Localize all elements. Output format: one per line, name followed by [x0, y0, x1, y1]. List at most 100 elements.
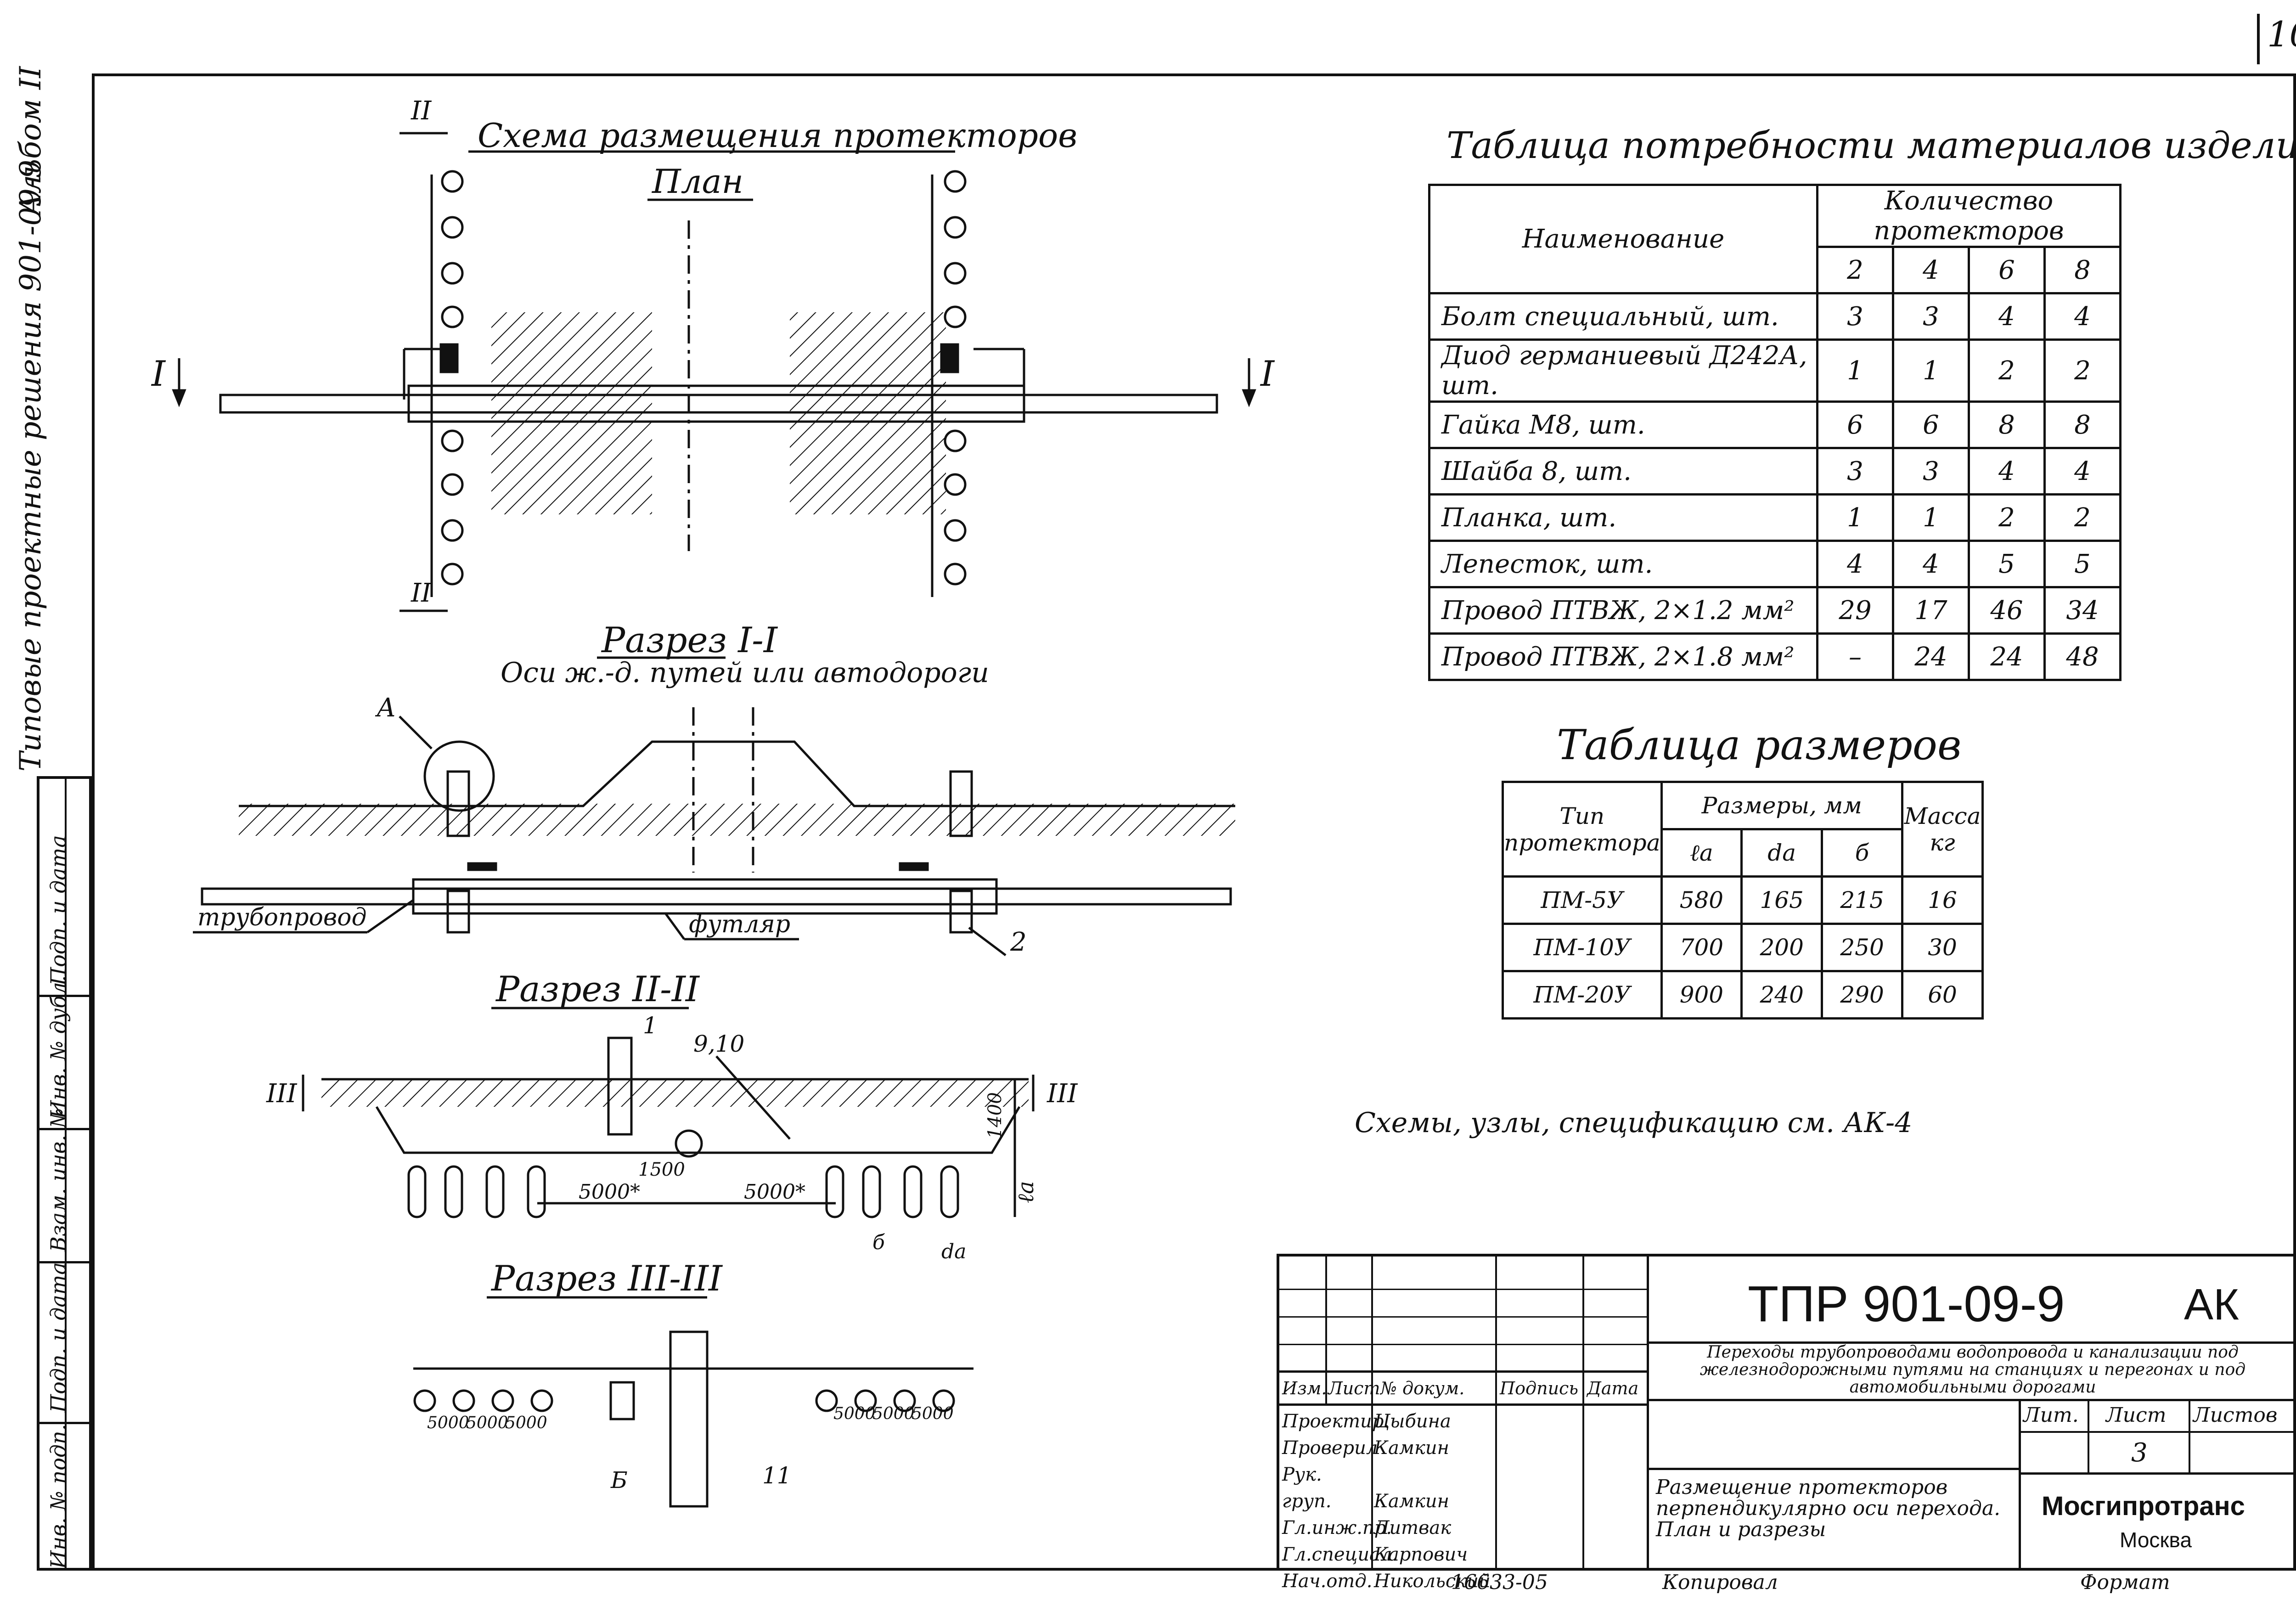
da-cell: 165 [1740, 875, 1823, 925]
tb-head-sign: Подпись [1500, 1378, 1579, 1398]
tb-person-row: Проектир.Цыбина [1282, 1411, 1451, 1432]
material-name: Провод ПТВЖ, 2×1.2 мм² [1428, 586, 1818, 635]
tb-person-row: ПроверилКамкин [1282, 1437, 1449, 1459]
sub-b: б [1821, 828, 1903, 878]
b-cell: 215 [1821, 875, 1903, 925]
tb-city: Москва [2120, 1528, 2192, 1552]
qty-cell: 4 [1967, 292, 2046, 341]
qty-cell: 48 [2043, 632, 2122, 681]
pipe-label: трубопровод [197, 904, 366, 931]
count-8: 8 [2043, 246, 2122, 294]
dim-iii-r3: 5000 [912, 1404, 954, 1423]
tb-person-row: Гл.инж.пр.Литвак [1282, 1517, 1452, 1538]
qty-cell: 1 [1816, 338, 1894, 403]
mass-cell: 60 [1901, 970, 1984, 1020]
qty-cell: 5 [1967, 540, 2046, 588]
tb-code: ТПР 901-09-9 [1748, 1276, 2065, 1332]
section-i: Разрез I-I Оси ж.-д. путей или автодорог… [193, 620, 1235, 957]
da-cell: 240 [1740, 970, 1823, 1020]
tb-person-row: Гл.специал.Карпович [1282, 1544, 1468, 1565]
tb-list: Лист [2106, 1403, 2167, 1427]
mark-iii-left: III [266, 1079, 298, 1109]
bottom-inv: 16633-05 [1451, 1571, 1548, 1594]
qty-cell: 4 [1816, 540, 1894, 588]
count-4: 4 [1891, 246, 1970, 294]
qty-cell: 3 [1891, 292, 1970, 341]
qty-cell: 6 [1816, 400, 1894, 449]
qty-cell: 24 [1891, 632, 1970, 681]
la-cell: 900 [1660, 970, 1743, 1020]
tb-head-date: Дата [1587, 1378, 1639, 1398]
plan-subtitle: План [651, 162, 743, 201]
mark-iii-right: III [1047, 1079, 1078, 1109]
qty-cell: 5 [2043, 540, 2122, 588]
sizes-table: Тип протектора Размеры, мм Масса кг ℓа d… [1502, 781, 1984, 1020]
material-name: Планка, шт. [1428, 493, 1818, 542]
dim-iii-l3: 5000 [505, 1414, 547, 1432]
tb-people: Проектир.Цыбина ПроверилКамкин Рук. груп… [1282, 1408, 1491, 1595]
qty-cell: 2 [2043, 338, 2122, 403]
qty-cell: 3 [1816, 447, 1894, 496]
qty-cell: – [1816, 632, 1894, 681]
bottom-copy: Копировал [1662, 1571, 1778, 1594]
dim-iii-r2: 5000 [872, 1404, 915, 1423]
qty-cell: 29 [1816, 586, 1894, 635]
section-iii: Разрез III-III 5000 5000 5000 5000 5000 … [413, 1258, 974, 1508]
col-qty-header: Количество протекторов [1816, 184, 2122, 248]
col-dims-header: Размеры, мм [1660, 781, 1903, 830]
mark-i-left: I [151, 353, 166, 394]
qty-cell: 4 [1891, 540, 1970, 588]
drawing-frame [92, 73, 2296, 1571]
qty-cell: 6 [1891, 400, 1970, 449]
qty-cell: 34 [2043, 586, 2122, 635]
section-i-title: Разрез I-I [601, 620, 778, 660]
b-cell: 290 [1821, 970, 1903, 1020]
case-label: футляр [689, 911, 790, 938]
dim-1500: 1500 [638, 1159, 685, 1180]
qty-cell: 4 [1967, 447, 2046, 496]
mass-cell: 16 [1901, 875, 1984, 925]
section-i-subtitle: Оси ж.-д. путей или автодороги [501, 657, 989, 689]
title-block: Изм. Лист № докум. Подпись Дата Проектир… [1277, 1254, 2296, 1592]
sheet-number: 106 [2257, 14, 2296, 64]
section-iii-title: Разрез III-III [490, 1258, 723, 1299]
tb-person-row: Рук. груп.Камкин [1282, 1464, 1449, 1512]
materials-title: Таблица потребности материалов изделий [1446, 124, 2296, 167]
material-name: Болт специальный, шт. [1428, 292, 1818, 341]
label-11: 11 [762, 1462, 792, 1489]
b-cell: 250 [1821, 923, 1903, 972]
col-mass-header: Масса кг [1901, 781, 1984, 878]
qty-cell: 1 [1891, 493, 1970, 542]
qty-cell: 46 [1967, 586, 2046, 635]
callout-a: А [375, 693, 396, 723]
dim-da: dа [941, 1240, 966, 1263]
bottom-format: Формат [2080, 1571, 2170, 1594]
dim-iii-r1: 5000 [833, 1404, 876, 1423]
section-ii-title: Разрез II-II [495, 969, 700, 1009]
la-cell: 700 [1660, 923, 1743, 972]
tb-mark: АК [2184, 1280, 2239, 1329]
col-type-header: Тип протектора [1502, 781, 1663, 878]
plan-view: Схема размещения протекторов План II II … [151, 96, 1275, 612]
sub-da: dа [1740, 828, 1823, 878]
count-6: 6 [1967, 246, 2046, 294]
protector-row-ii [407, 1165, 959, 1218]
qty-cell: 2 [1967, 338, 2046, 403]
dim-iii-l1: 5000 [427, 1414, 469, 1432]
tb-org: Мосгипротранс [2042, 1491, 2245, 1521]
type-cell: ПМ-10У [1502, 923, 1663, 972]
type-cell: ПМ-20У [1502, 970, 1663, 1020]
qty-cell: 3 [1816, 292, 1894, 341]
tb-head-list: Лист [1328, 1378, 1380, 1398]
qty-cell: 24 [1967, 632, 2046, 681]
tb-person-row: Нач.отд.Никольский [1282, 1571, 1491, 1592]
mark-ii-top: II [411, 96, 432, 126]
material-name: Диод германиевый Д242А, шт. [1428, 338, 1818, 403]
